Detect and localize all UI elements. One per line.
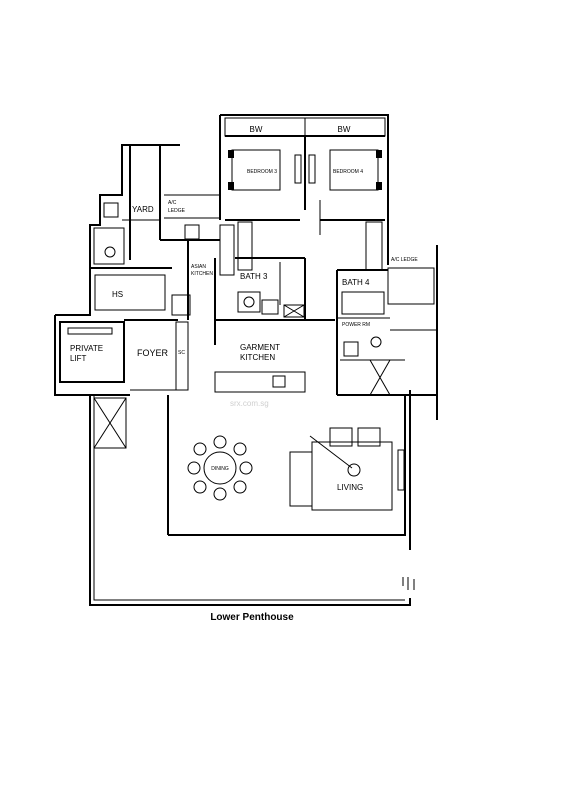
label-foyer: FOYER [137,348,169,358]
stove-icon [219,224,235,276]
bath-4-block [336,267,437,396]
label-hs: HS [112,290,123,299]
kitchen-island [214,371,306,393]
toilet-icon [104,246,116,258]
private-lift [59,321,125,383]
label-bath-3: BATH 3 [240,272,268,281]
label-yard: YARD [132,205,154,214]
wardrobe-icon [237,221,253,271]
label-garment: GARMENT [240,343,280,352]
watermark: srx.com.sg [230,399,269,408]
label-ac-ledge-right: A/C LEDGE [391,257,418,263]
dining-table-icon [187,435,253,501]
wardrobe-icon [365,221,383,271]
label-bedroom-3: BEDROOM 3 [247,169,277,175]
label-dining: DINING [211,466,229,472]
balcony-marks [402,577,415,590]
label-power-rm: POWER RM [342,322,370,328]
toilet-icon [370,336,382,348]
label-bw-right: BW [338,125,351,134]
label-ac-ledge-left-2: LEDGE [168,208,186,214]
living-furniture-icon [289,427,405,511]
bed-3-icon [231,149,281,191]
basin-icon [237,291,261,313]
label-living: LIVING [337,483,363,492]
service-wing [90,145,235,320]
plan-caption: Lower Penthouse [210,612,294,623]
label-ac-ledge-left-1: A/C [168,200,177,206]
entrance-block [59,319,189,449]
label-private-lift-1: PRIVATE [70,344,103,353]
label-bath-4: BATH 4 [342,278,370,287]
label-bedroom-4: BEDROOM 4 [333,169,363,175]
bedroom-block [224,117,386,271]
label-kitchen: KITCHEN [240,353,275,362]
label-private-lift-2: LIFT [70,354,87,363]
bathtub-icon [283,304,305,318]
sink-icon [103,202,119,218]
hs-room [94,274,166,311]
bed-4-icon [329,149,379,191]
basin-icon [343,341,359,357]
label-asian-kitchen-1: ASIAN [191,264,206,270]
label-sc: SC [178,350,185,356]
bath-3-block [214,257,335,345]
label-asian-kitchen-2: KITCHEN [191,271,213,277]
label-bw-left: BW [250,125,263,134]
outer-walls [54,114,438,606]
